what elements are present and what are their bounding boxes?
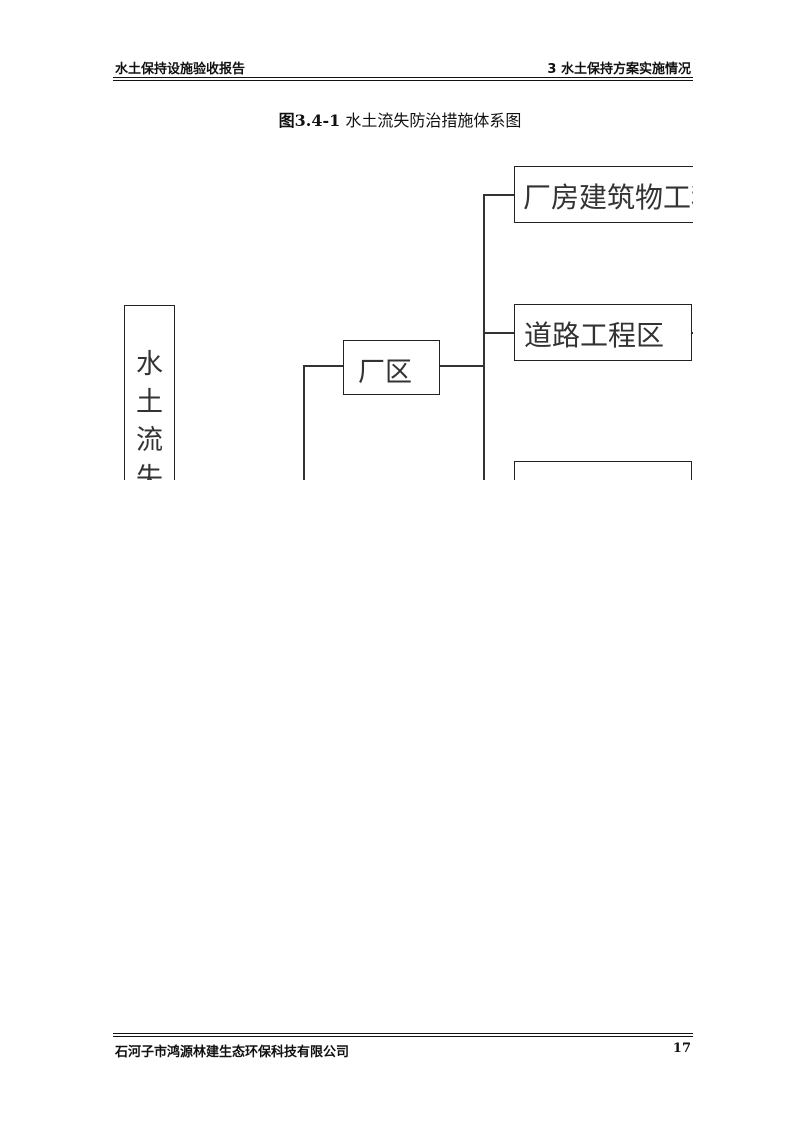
diagram-node-third-area <box>514 461 692 480</box>
header-rule-thin <box>113 80 693 81</box>
footer-page-number: 17 <box>672 1041 691 1056</box>
connector-plant-out <box>440 365 484 367</box>
connector-road-out <box>692 332 693 334</box>
header-chapter-title: 3 水土保持方案实施情况 <box>547 62 691 77</box>
diagram-node-building-works: 厂房建筑物工程 <box>514 166 693 223</box>
header-report-title: 水土保持设施验收报告 <box>115 62 246 77</box>
root-label-char: 水 <box>136 349 163 380</box>
building-works-label: 厂房建筑物工程 <box>523 181 693 214</box>
plant-area-label: 厂区 <box>358 357 412 388</box>
diagram-node-root: 水土流失 <box>124 305 175 480</box>
connector-to-building <box>483 194 514 196</box>
connector-root-trunk <box>303 365 305 480</box>
root-label-vertical: 水土流失 <box>125 346 174 480</box>
diagram-node-plant-area: 厂区 <box>343 340 440 395</box>
root-label-char: 土 <box>136 387 163 418</box>
figure-caption: 图3.4-1 水土流失防治措施体系图 <box>0 107 800 131</box>
header-rule-thick <box>113 77 693 78</box>
figure-number: 图3.4-1 <box>278 111 341 130</box>
connector-plant-branch <box>483 194 485 480</box>
figure-caption-text: 水土流失防治措施体系图 <box>345 111 522 130</box>
root-label-char: 失 <box>136 463 163 480</box>
root-label-char: 流 <box>136 425 163 456</box>
footer-company: 石河子市鸿源林建生态环保科技有限公司 <box>115 1045 350 1060</box>
footer-rule-thick <box>113 1036 693 1037</box>
connector-to-road <box>483 332 514 334</box>
prevention-system-diagram: 水土流失 厂区 厂房建筑物工程 道路工程区 <box>113 160 693 480</box>
page-footer: 石河子市鸿源林建生态环保科技有限公司 17 <box>113 1041 693 1061</box>
page-header: 水土保持设施验收报告 3 水土保持方案实施情况 <box>113 56 693 77</box>
diagram-node-road-works: 道路工程区 <box>514 304 692 361</box>
footer-rule-thin <box>113 1033 693 1034</box>
road-works-label: 道路工程区 <box>524 319 665 352</box>
connector-trunk-to-plant <box>303 365 343 367</box>
